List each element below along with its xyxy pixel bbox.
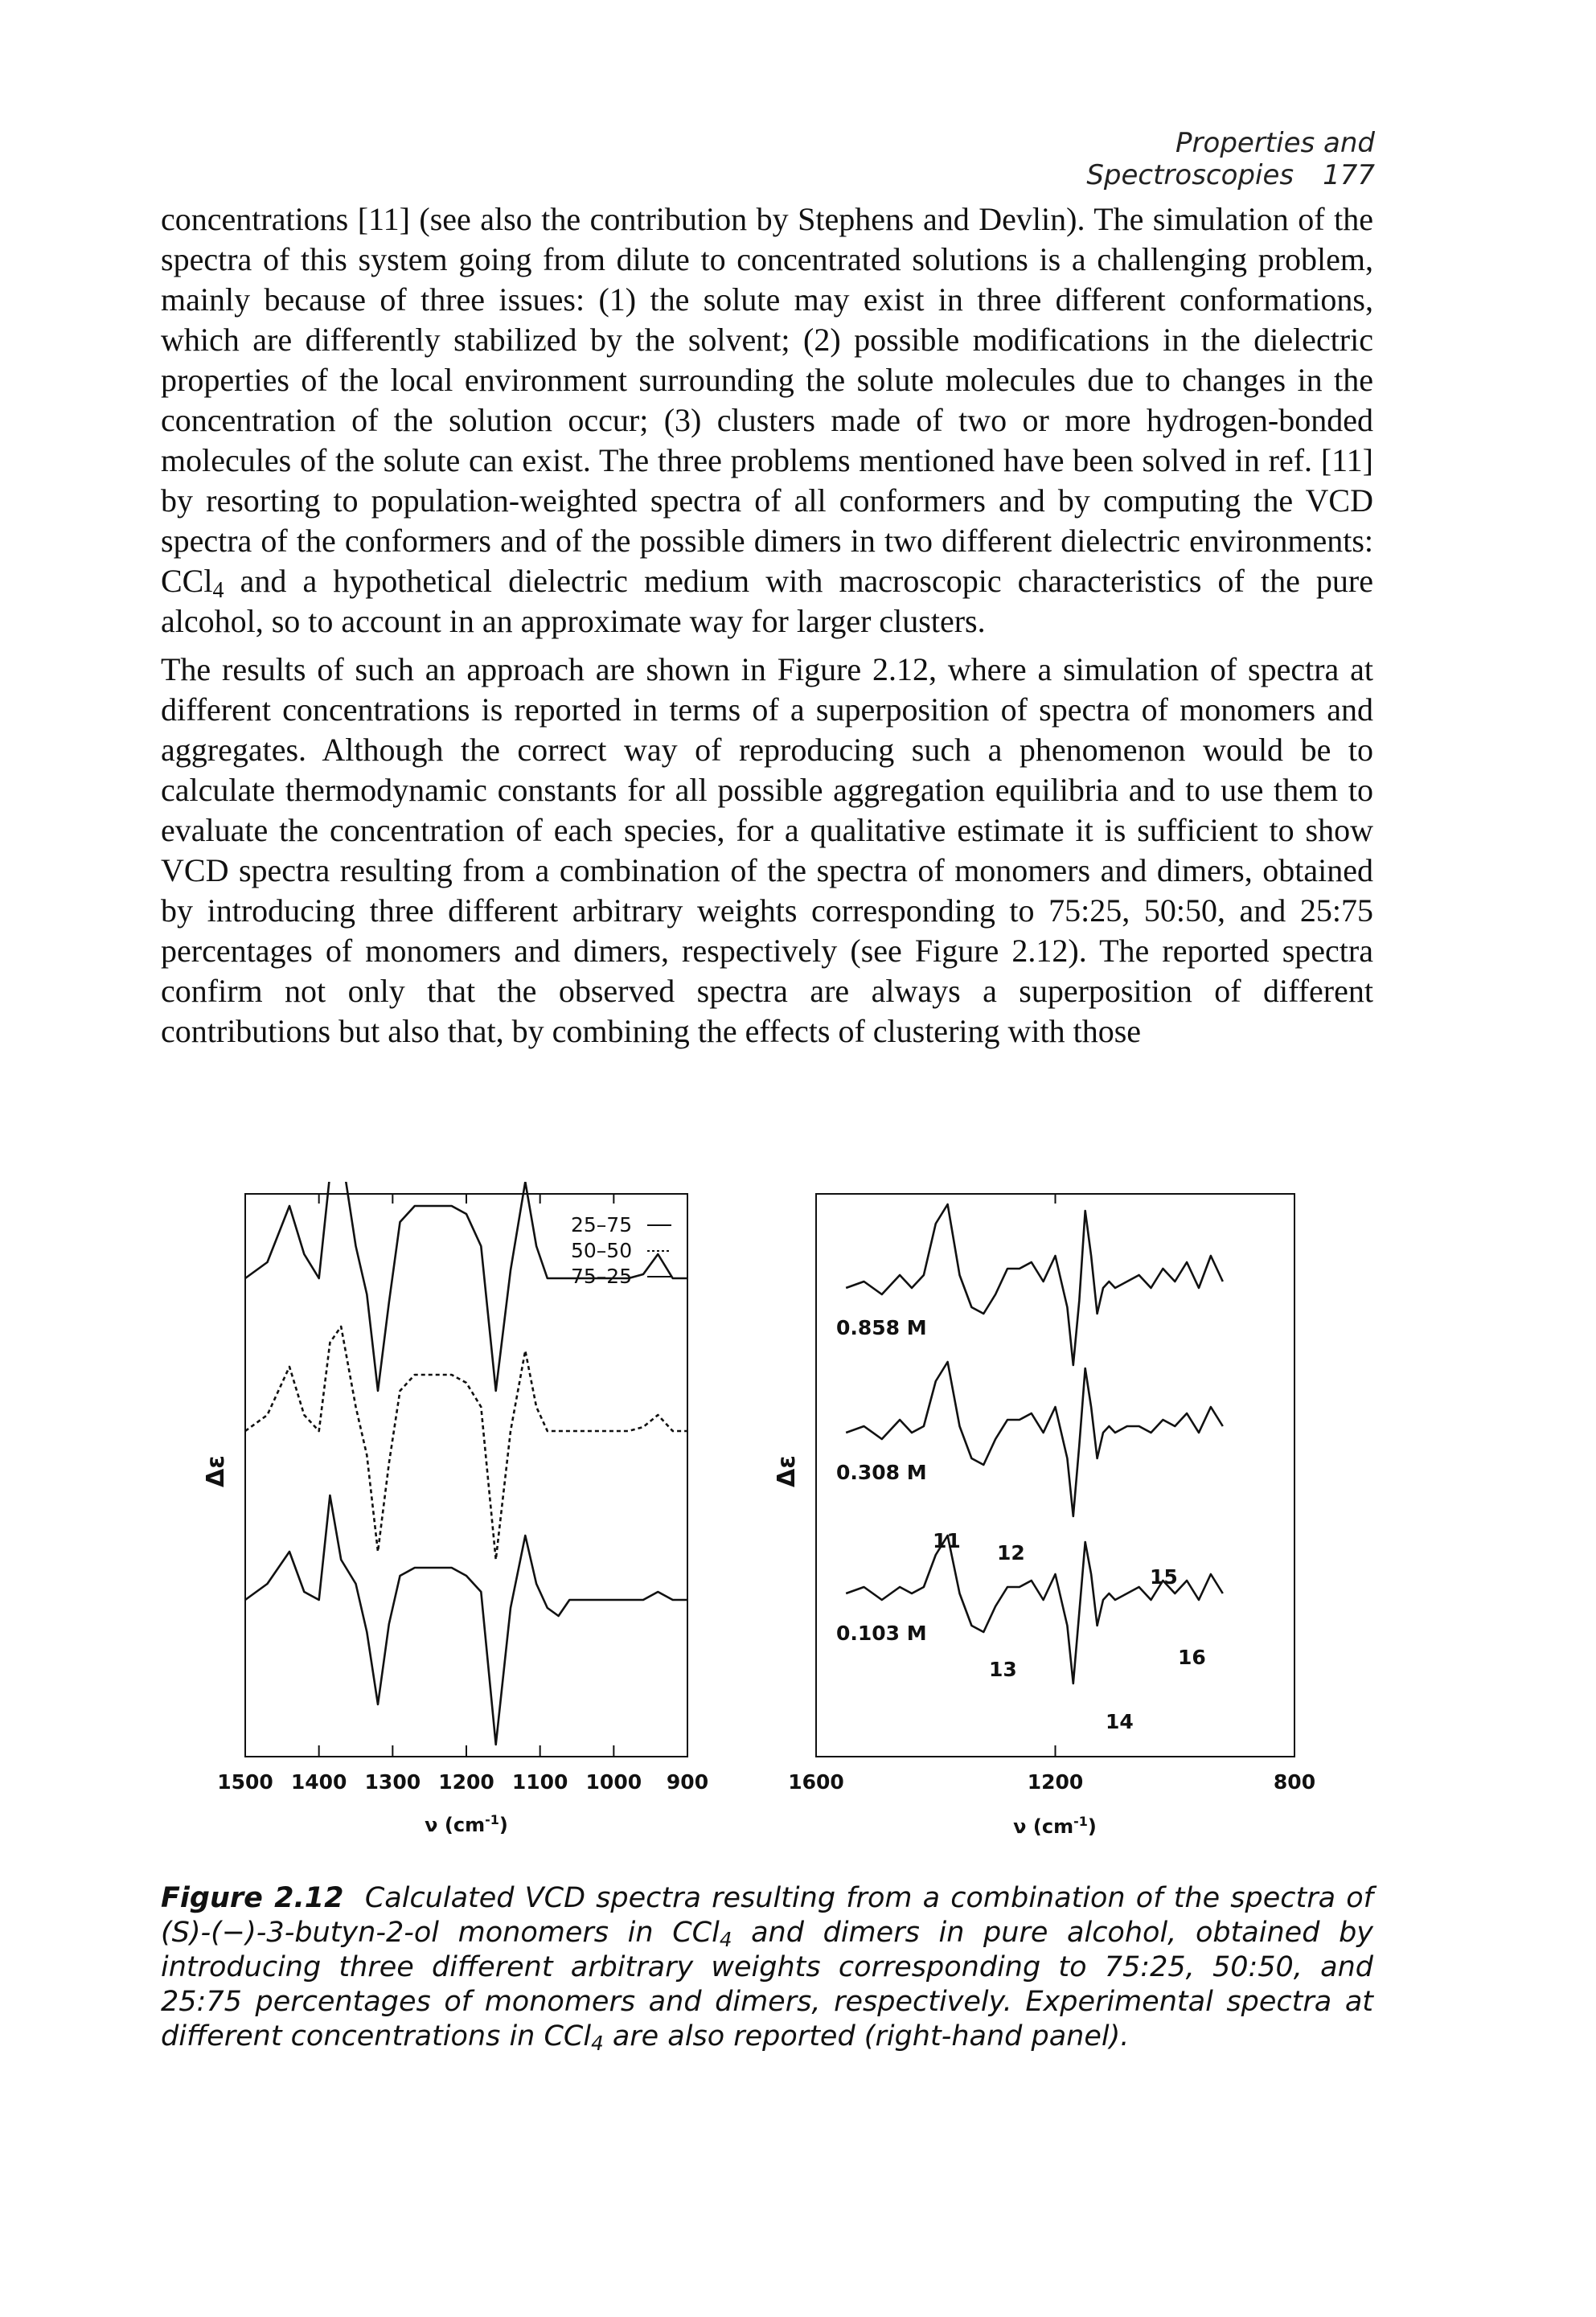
- caption-label: Figure 2.12: [161, 1882, 344, 1914]
- caption-sub-2: 4: [591, 2032, 604, 2056]
- series-line: [845, 1203, 1224, 1367]
- band-label: 11: [933, 1529, 961, 1552]
- x-tick-label: 900: [667, 1770, 708, 1794]
- x-tick-label: 1000: [586, 1770, 642, 1794]
- x-tick-label: 800: [1274, 1770, 1315, 1794]
- right-x-label: ν (cm-1): [1013, 1814, 1097, 1839]
- body-text: concentrations [11] (see also the contri…: [161, 199, 1373, 1052]
- left-x-label: ν (cm-1): [425, 1812, 508, 1837]
- page-number: 177: [1323, 159, 1375, 191]
- left-y-label: Δε: [202, 1455, 230, 1487]
- x-tick-label: 1400: [291, 1770, 347, 1794]
- x-tick-label: 1500: [217, 1770, 273, 1794]
- right-x-ticks: 1600 1200 800: [788, 1194, 1315, 1794]
- caption-sub-1: 4: [719, 1928, 732, 1952]
- band-label: 16: [1178, 1646, 1206, 1669]
- x-tick-label: 1100: [512, 1770, 568, 1794]
- paragraph-2: The results of such an approach are show…: [161, 651, 1373, 1049]
- left-legend: 25–75 50–50 75–25: [571, 1213, 671, 1288]
- trace-label: 0.103 M: [836, 1622, 927, 1645]
- legend-label-3: 75–25: [571, 1265, 632, 1288]
- x-tick-label: 1300: [365, 1770, 421, 1794]
- right-y-label: Δε: [773, 1455, 801, 1487]
- series-line: [845, 1534, 1224, 1685]
- band-label: 14: [1106, 1710, 1134, 1733]
- paragraph-1-part-b: and a hypothetical dielectric medium wit…: [161, 563, 1373, 639]
- right-curves: [845, 1203, 1224, 1685]
- running-title: Properties and Spectroscopies: [1086, 127, 1375, 191]
- caption-text-b: and dimers in pure alcohol, obtained by …: [161, 1917, 1374, 2052]
- paragraph-1-part-a: concentrations [11] (see also the contri…: [161, 201, 1373, 599]
- band-label: 13: [989, 1658, 1017, 1681]
- x-tick-label: 1600: [788, 1770, 844, 1794]
- band-label: 12: [997, 1541, 1025, 1564]
- left-curves: [244, 1182, 687, 1746]
- trace-label: 0.308 M: [836, 1461, 927, 1484]
- band-label: 15: [1150, 1565, 1178, 1589]
- figure-caption: Figure 2.12 Calculated VCD spectra resul…: [161, 1881, 1373, 2054]
- right-band-labels: 11 12 13 14 15 16: [933, 1529, 1206, 1733]
- left-x-ticks: 1500 1400 1300 1200 1100 1000 900: [217, 1194, 708, 1794]
- trace-label: 0.858 M: [836, 1316, 927, 1339]
- legend-label-1: 25–75: [571, 1213, 632, 1236]
- series-line: [244, 1182, 687, 1392]
- legend-label-2: 50–50: [571, 1239, 632, 1262]
- x-tick-label: 1200: [438, 1770, 494, 1794]
- series-line: [845, 1360, 1224, 1518]
- series-line: [244, 1325, 687, 1561]
- paragraph-1: concentrations [11] (see also the contri…: [161, 199, 1373, 642]
- series-line: [244, 1494, 687, 1746]
- caption-text-c: are also reported (right-hand panel).: [603, 2020, 1130, 2052]
- caption-text-a: Calculated VCD spectra resulting from a …: [161, 1882, 1373, 1949]
- right-trace-labels: 0.858 M 0.308 M 0.103 M: [836, 1316, 927, 1645]
- subscript: 4: [212, 578, 224, 603]
- x-tick-label: 1200: [1028, 1770, 1084, 1794]
